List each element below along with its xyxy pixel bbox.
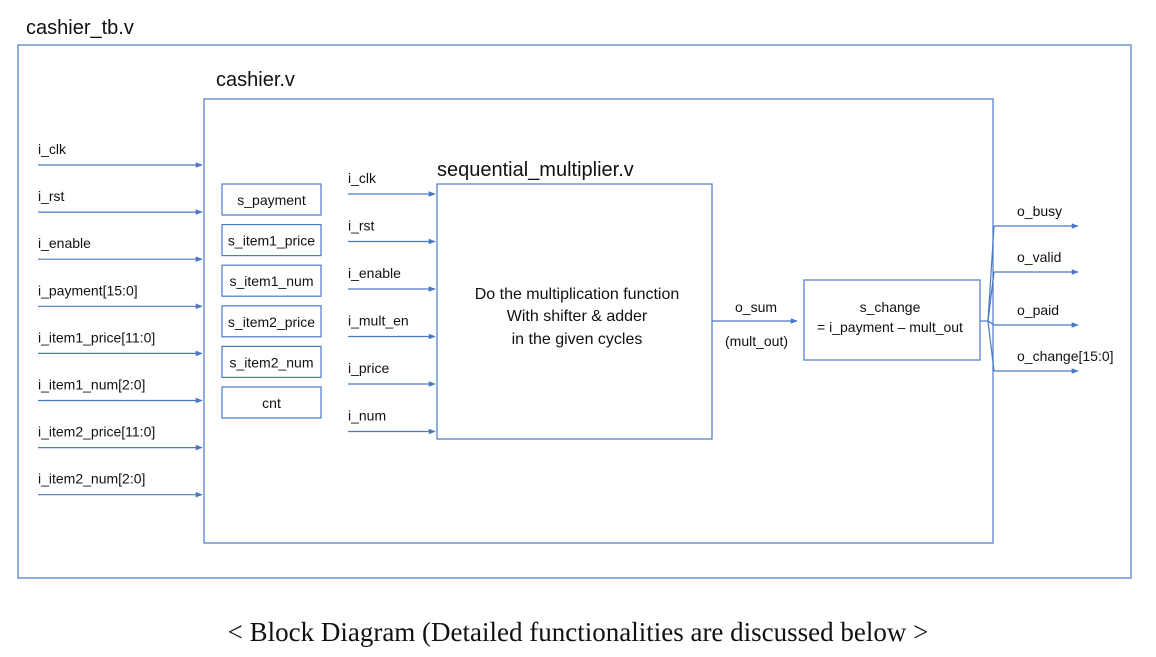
output-fan-o-paid [987, 320, 995, 326]
output-label-o-paid: o_paid [1017, 302, 1059, 318]
register-box-cnt [221, 386, 322, 419]
register-label-s-item1-num: s_item1_num [229, 273, 313, 289]
multiplier-desc-line-3: in the given cycles [512, 331, 643, 348]
output-label-o-valid: o_valid [1017, 249, 1061, 265]
input-label-i-clk: i_clk [38, 141, 67, 157]
cashier-title: cashier.v [216, 69, 295, 91]
mult-input-label-i-clk: i_clk [348, 170, 377, 186]
cashier-outputs: o_busy o_valid o_paid o_change[15:0] [980, 203, 1114, 374]
input-label-i-item2-price-11-0: i_item2_price[11:0] [38, 424, 155, 440]
output-fan-o-change-15-0 [987, 320, 995, 372]
register-label-s-payment: s_payment [237, 192, 306, 208]
input-label-i-item1-num-2-0: i_item1_num[2:0] [38, 377, 145, 393]
output-label-o-busy: o_busy [1017, 203, 1062, 219]
register-box-s-item1-num [221, 264, 322, 297]
mult-input-label-i-price: i_price [348, 360, 389, 376]
output-fan-o-busy [987, 225, 995, 322]
input-label-i-payment-15-0: i_payment[15:0] [38, 282, 138, 298]
register-label-s-item2-num: s_item2_num [229, 354, 313, 370]
multiplier-title: sequential_multiplier.v [437, 159, 634, 181]
input-label-i-item1-price-11-0: i_item1_price[11:0] [38, 329, 155, 345]
input-label-i-enable: i_enable [38, 235, 91, 251]
mult-input-label-i-rst: i_rst [348, 218, 375, 234]
cashier-registers: s_payment s_item1_price s_item1_num s_item2… [221, 183, 322, 419]
multiplier-desc-line-1: Do the multiplication function [475, 286, 680, 303]
input-label-i-item2-num-2-0: i_item2_num[2:0] [38, 471, 145, 487]
testbench-box [17, 44, 1132, 579]
cashier-inputs: i_clk i_rst i_enable i_payment[15:0] i_item1… [38, 141, 203, 498]
change-line-2: = i_payment – mult_out [817, 319, 963, 335]
register-label-cnt: cnt [262, 395, 281, 411]
change-line-1: s_change [860, 299, 921, 315]
mult-input-label-i-num: i_num [348, 408, 386, 424]
mult-input-label-i-enable: i_enable [348, 265, 401, 281]
register-box-s-item2-num [221, 345, 322, 378]
diagram-caption: < Block Diagram (Detailed functionalitie… [228, 617, 929, 647]
register-box-s-item2-price [221, 305, 322, 338]
register-box-s-item1-price [221, 224, 322, 257]
register-label-s-item2-price: s_item2_price [228, 314, 315, 330]
multiplier-output-alias: (mult_out) [725, 333, 788, 349]
mult-input-label-i-mult-en: i_mult_en [348, 313, 409, 329]
output-fan-o-valid [987, 271, 995, 322]
output-label-o-change-15-0: o_change[15:0] [1017, 348, 1114, 364]
register-label-s-item1-price: s_item1_price [228, 233, 315, 249]
multiplier-box [436, 183, 713, 440]
multiplier-inputs: i_clk i_rst i_enable i_mult_en i_price i_num [348, 170, 436, 435]
multiplier-output-label: o_sum [735, 299, 777, 315]
input-label-i-rst: i_rst [38, 188, 65, 204]
register-box-s-payment [221, 183, 322, 216]
multiplier-desc-line-2: With shifter & adder [507, 308, 648, 325]
cashier-box [203, 98, 994, 544]
testbench-title: cashier_tb.v [26, 17, 134, 39]
change-box [803, 279, 981, 361]
